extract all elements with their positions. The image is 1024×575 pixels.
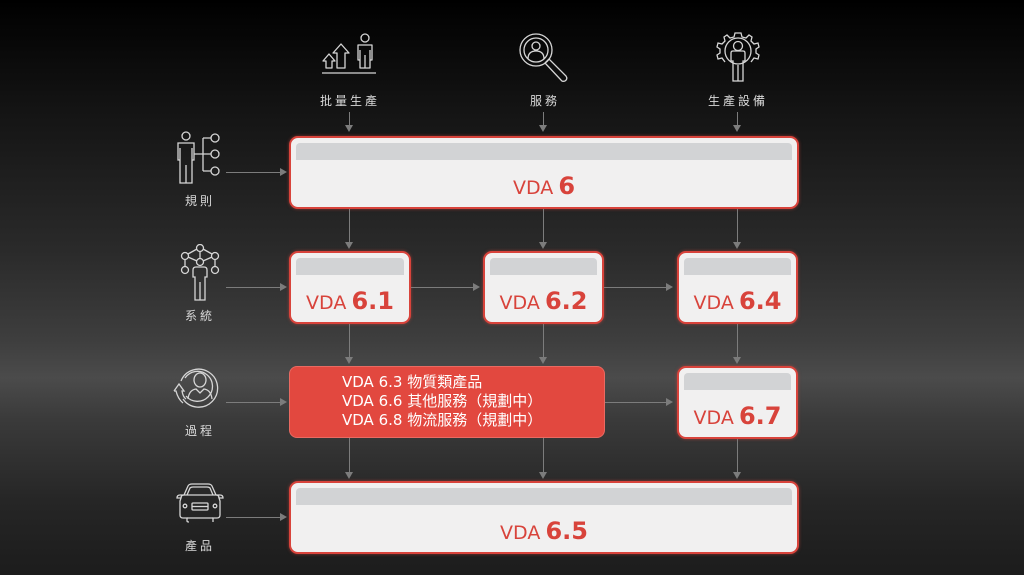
box-header-bar xyxy=(296,143,792,160)
input-label-mass-production: 批量生產 xyxy=(319,94,380,108)
arrow-head-icon xyxy=(539,472,547,479)
arrow-head-icon xyxy=(473,283,480,291)
box-title: VDA 6.2 xyxy=(499,287,588,315)
highlight-line-vda-6-8: VDA 6.8 物流服務（規劃中） xyxy=(342,411,543,429)
arrow-head-icon xyxy=(539,357,547,364)
vda-6-1-box[interactable]: VDA 6.1 xyxy=(289,251,411,324)
arrow-head-icon xyxy=(280,168,287,176)
car-product-icon xyxy=(175,483,225,523)
input-label-service: 服務 xyxy=(529,94,560,108)
box-header-bar xyxy=(296,488,792,505)
arrow-head-icon xyxy=(345,357,353,364)
connector-line xyxy=(605,402,668,403)
connector-line xyxy=(604,287,668,288)
connector-line xyxy=(349,209,350,243)
service-search-icon xyxy=(516,32,572,84)
arrow-head-icon xyxy=(345,125,353,132)
connector-line xyxy=(543,112,544,126)
input-label-rules: 規則 xyxy=(184,194,215,208)
connector-line xyxy=(737,209,738,243)
arrow-head-icon xyxy=(733,357,741,364)
connector-line xyxy=(226,517,282,518)
connector-line xyxy=(226,172,282,173)
connector-line xyxy=(543,324,544,358)
box-header-bar xyxy=(490,258,597,275)
arrow-head-icon xyxy=(733,242,741,249)
arrow-head-icon xyxy=(280,283,287,291)
box-header-bar xyxy=(684,258,791,275)
vda-6-2-box[interactable]: VDA 6.2 xyxy=(483,251,604,324)
arrow-head-icon xyxy=(345,472,353,479)
box-title: VDA 6.7 xyxy=(693,402,782,430)
arrow-head-icon xyxy=(280,398,287,406)
box-title: VDA 6.1 xyxy=(306,287,394,315)
connector-line xyxy=(226,402,282,403)
connector-line xyxy=(737,439,738,473)
arrow-head-icon xyxy=(345,242,353,249)
connector-line xyxy=(226,287,282,288)
connector-line xyxy=(349,324,350,358)
highlight-line-vda-6-3: VDA 6.3 物質類產品 xyxy=(342,373,483,391)
vda-6-5-box[interactable]: VDA 6.5 xyxy=(289,481,799,554)
connector-line xyxy=(737,324,738,358)
arrow-head-icon xyxy=(733,472,741,479)
connector-line xyxy=(543,438,544,473)
box-title: VDA 6.4 xyxy=(693,287,782,315)
process-cycle-icon xyxy=(169,361,229,413)
input-label-production-equipment: 生產設備 xyxy=(707,94,768,108)
vda-6-4-box[interactable]: VDA 6.4 xyxy=(677,251,798,324)
connector-line xyxy=(349,438,350,473)
vda-6-3-6-6-6-8-highlight-box[interactable]: VDA 6.3 物質類產品 VDA 6.6 其他服務（規劃中） VDA 6.8 … xyxy=(289,366,605,438)
box-title: VDA 6 xyxy=(512,172,576,200)
arrow-head-icon xyxy=(666,398,673,406)
system-network-icon xyxy=(177,244,223,302)
input-label-product: 產品 xyxy=(184,539,215,553)
arrow-head-icon xyxy=(280,513,287,521)
input-label-process: 過程 xyxy=(184,424,215,438)
connector-line xyxy=(349,112,350,126)
box-header-bar xyxy=(684,373,791,390)
arrow-head-icon xyxy=(733,125,741,132)
mass-production-icon xyxy=(322,33,378,83)
connector-line xyxy=(543,209,544,243)
production-equipment-icon xyxy=(716,31,760,85)
connector-line xyxy=(411,287,475,288)
connector-line xyxy=(737,112,738,126)
vda-6-box[interactable]: VDA 6 xyxy=(289,136,799,209)
box-header-bar xyxy=(296,258,404,275)
arrow-head-icon xyxy=(539,125,547,132)
highlight-line-vda-6-6: VDA 6.6 其他服務（規劃中） xyxy=(342,392,543,410)
rules-person-icon xyxy=(175,131,225,187)
box-title: VDA 6.5 xyxy=(500,517,588,545)
arrow-head-icon xyxy=(539,242,547,249)
arrow-head-icon xyxy=(666,283,673,291)
input-label-system: 系統 xyxy=(184,309,215,323)
vda-6-7-box[interactable]: VDA 6.7 xyxy=(677,366,798,439)
